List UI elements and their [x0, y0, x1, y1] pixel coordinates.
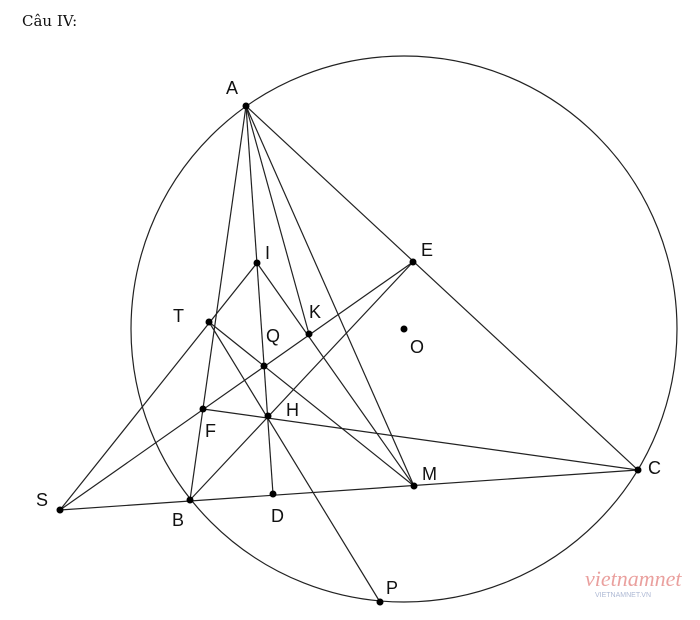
label-S: S: [36, 490, 48, 510]
question-title: Câu IV:: [22, 12, 78, 30]
point-C: [634, 466, 642, 474]
label-M: M: [422, 464, 437, 484]
point-A: [242, 102, 250, 110]
point-M: [410, 482, 418, 490]
label-C: C: [648, 458, 661, 478]
point-F: [199, 405, 207, 413]
label-B: B: [172, 510, 184, 530]
segment-AB: [189, 105, 247, 501]
label-D: D: [271, 506, 284, 526]
point-K: [305, 330, 313, 338]
point-O: [400, 325, 408, 333]
segment-AC: [245, 105, 639, 471]
label-Q: Q: [266, 326, 280, 346]
segment-TP: [208, 321, 381, 603]
segment-FC: [202, 408, 639, 471]
label-A: A: [226, 78, 238, 98]
label-H: H: [286, 400, 299, 420]
circumcircle: [130, 55, 678, 603]
watermark-logo: vietnamnet VIETNAMNET.VN: [585, 566, 682, 599]
label-O: O: [410, 337, 424, 357]
point-Q: [260, 362, 268, 370]
label-K: K: [309, 302, 321, 322]
point-T: [205, 318, 213, 326]
label-T: T: [173, 306, 184, 326]
segment-AM: [245, 105, 415, 487]
point-S: [56, 506, 64, 514]
point-D: [269, 490, 277, 498]
point-P: [376, 598, 384, 606]
point-B: [186, 496, 194, 504]
segment-SC: [59, 469, 639, 511]
label-E: E: [421, 240, 433, 260]
label-I: I: [265, 243, 270, 263]
point-I: [253, 259, 261, 267]
point-H: [264, 412, 272, 420]
point-E: [409, 258, 417, 266]
segment-TM: [208, 321, 415, 487]
label-F: F: [205, 421, 216, 441]
segment-AK: [245, 105, 310, 335]
segment-SE: [59, 261, 414, 511]
watermark-text: vietnamnet: [585, 566, 682, 591]
segment-AD: [245, 105, 274, 495]
segment-BE: [189, 261, 414, 501]
segment-IM: [256, 262, 415, 487]
segment-SI: [59, 262, 258, 511]
watermark-subtext: VIETNAMNET.VN: [595, 592, 652, 599]
label-P: P: [386, 578, 398, 598]
